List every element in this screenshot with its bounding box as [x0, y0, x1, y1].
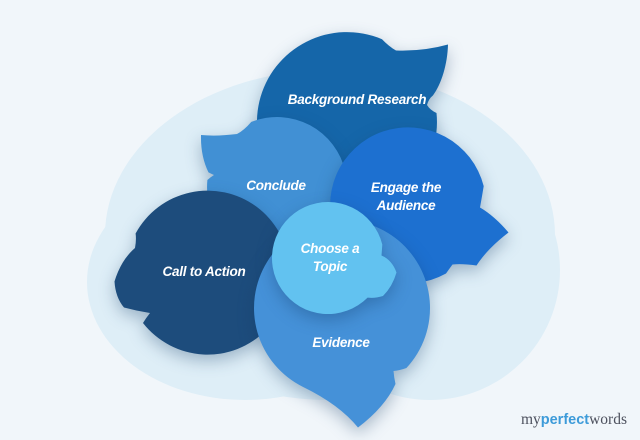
label-evidence: Evidence	[312, 335, 370, 351]
logo-perfect: perfect	[540, 412, 590, 428]
label-engage-audience: Engage the Audience	[370, 180, 442, 213]
label-background-research: Background Research	[287, 92, 427, 108]
label-choose-topic: Choose a Topic	[300, 241, 360, 274]
logo-words: words	[589, 411, 627, 428]
label-conclude: Conclude	[246, 178, 306, 194]
bubble-call-to-action	[114, 190, 290, 355]
logo-my: my	[520, 411, 541, 428]
label-call-to-action: Call to Action	[162, 264, 246, 280]
bubble-choose-topic	[271, 202, 397, 315]
